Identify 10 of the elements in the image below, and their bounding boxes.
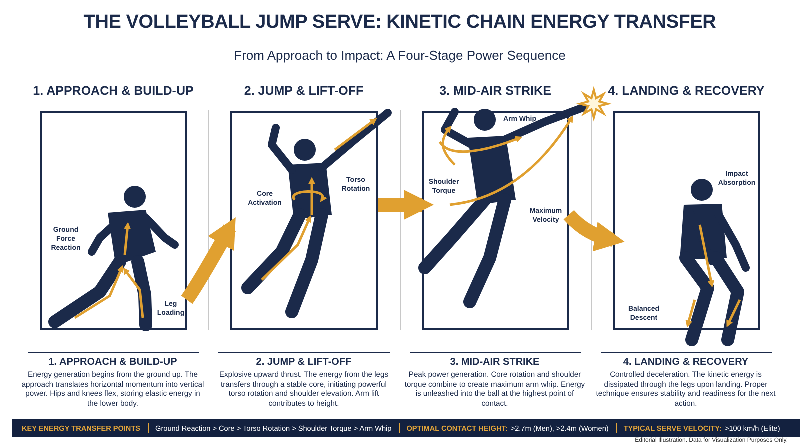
panel-heading: 2. JUMP & LIFT-OFF xyxy=(243,84,365,98)
panel-heading: 1. APPROACH & BUILD-UP xyxy=(32,84,195,98)
panel-heading: 3. MID-AIR STRIKE xyxy=(438,84,552,98)
stage-heading: 4. LANDING & RECOVERY xyxy=(622,357,750,368)
stage-heading: 2. JUMP & LIFT-OFF xyxy=(255,357,353,368)
stage-heading: 3. MID-AIR STRIKE xyxy=(449,357,541,368)
stage-heading: 1. APPROACH & BUILD-UP xyxy=(48,357,178,368)
subtitle: From Approach to Impact: A Four-Stage Power Sequence xyxy=(234,48,566,63)
panel-heading: 4. LANDING & RECOVERY xyxy=(607,84,766,98)
title: THE VOLLEYBALL JUMP SERVE: KINETIC CHAIN ENERGY TRANSFER xyxy=(84,12,716,34)
